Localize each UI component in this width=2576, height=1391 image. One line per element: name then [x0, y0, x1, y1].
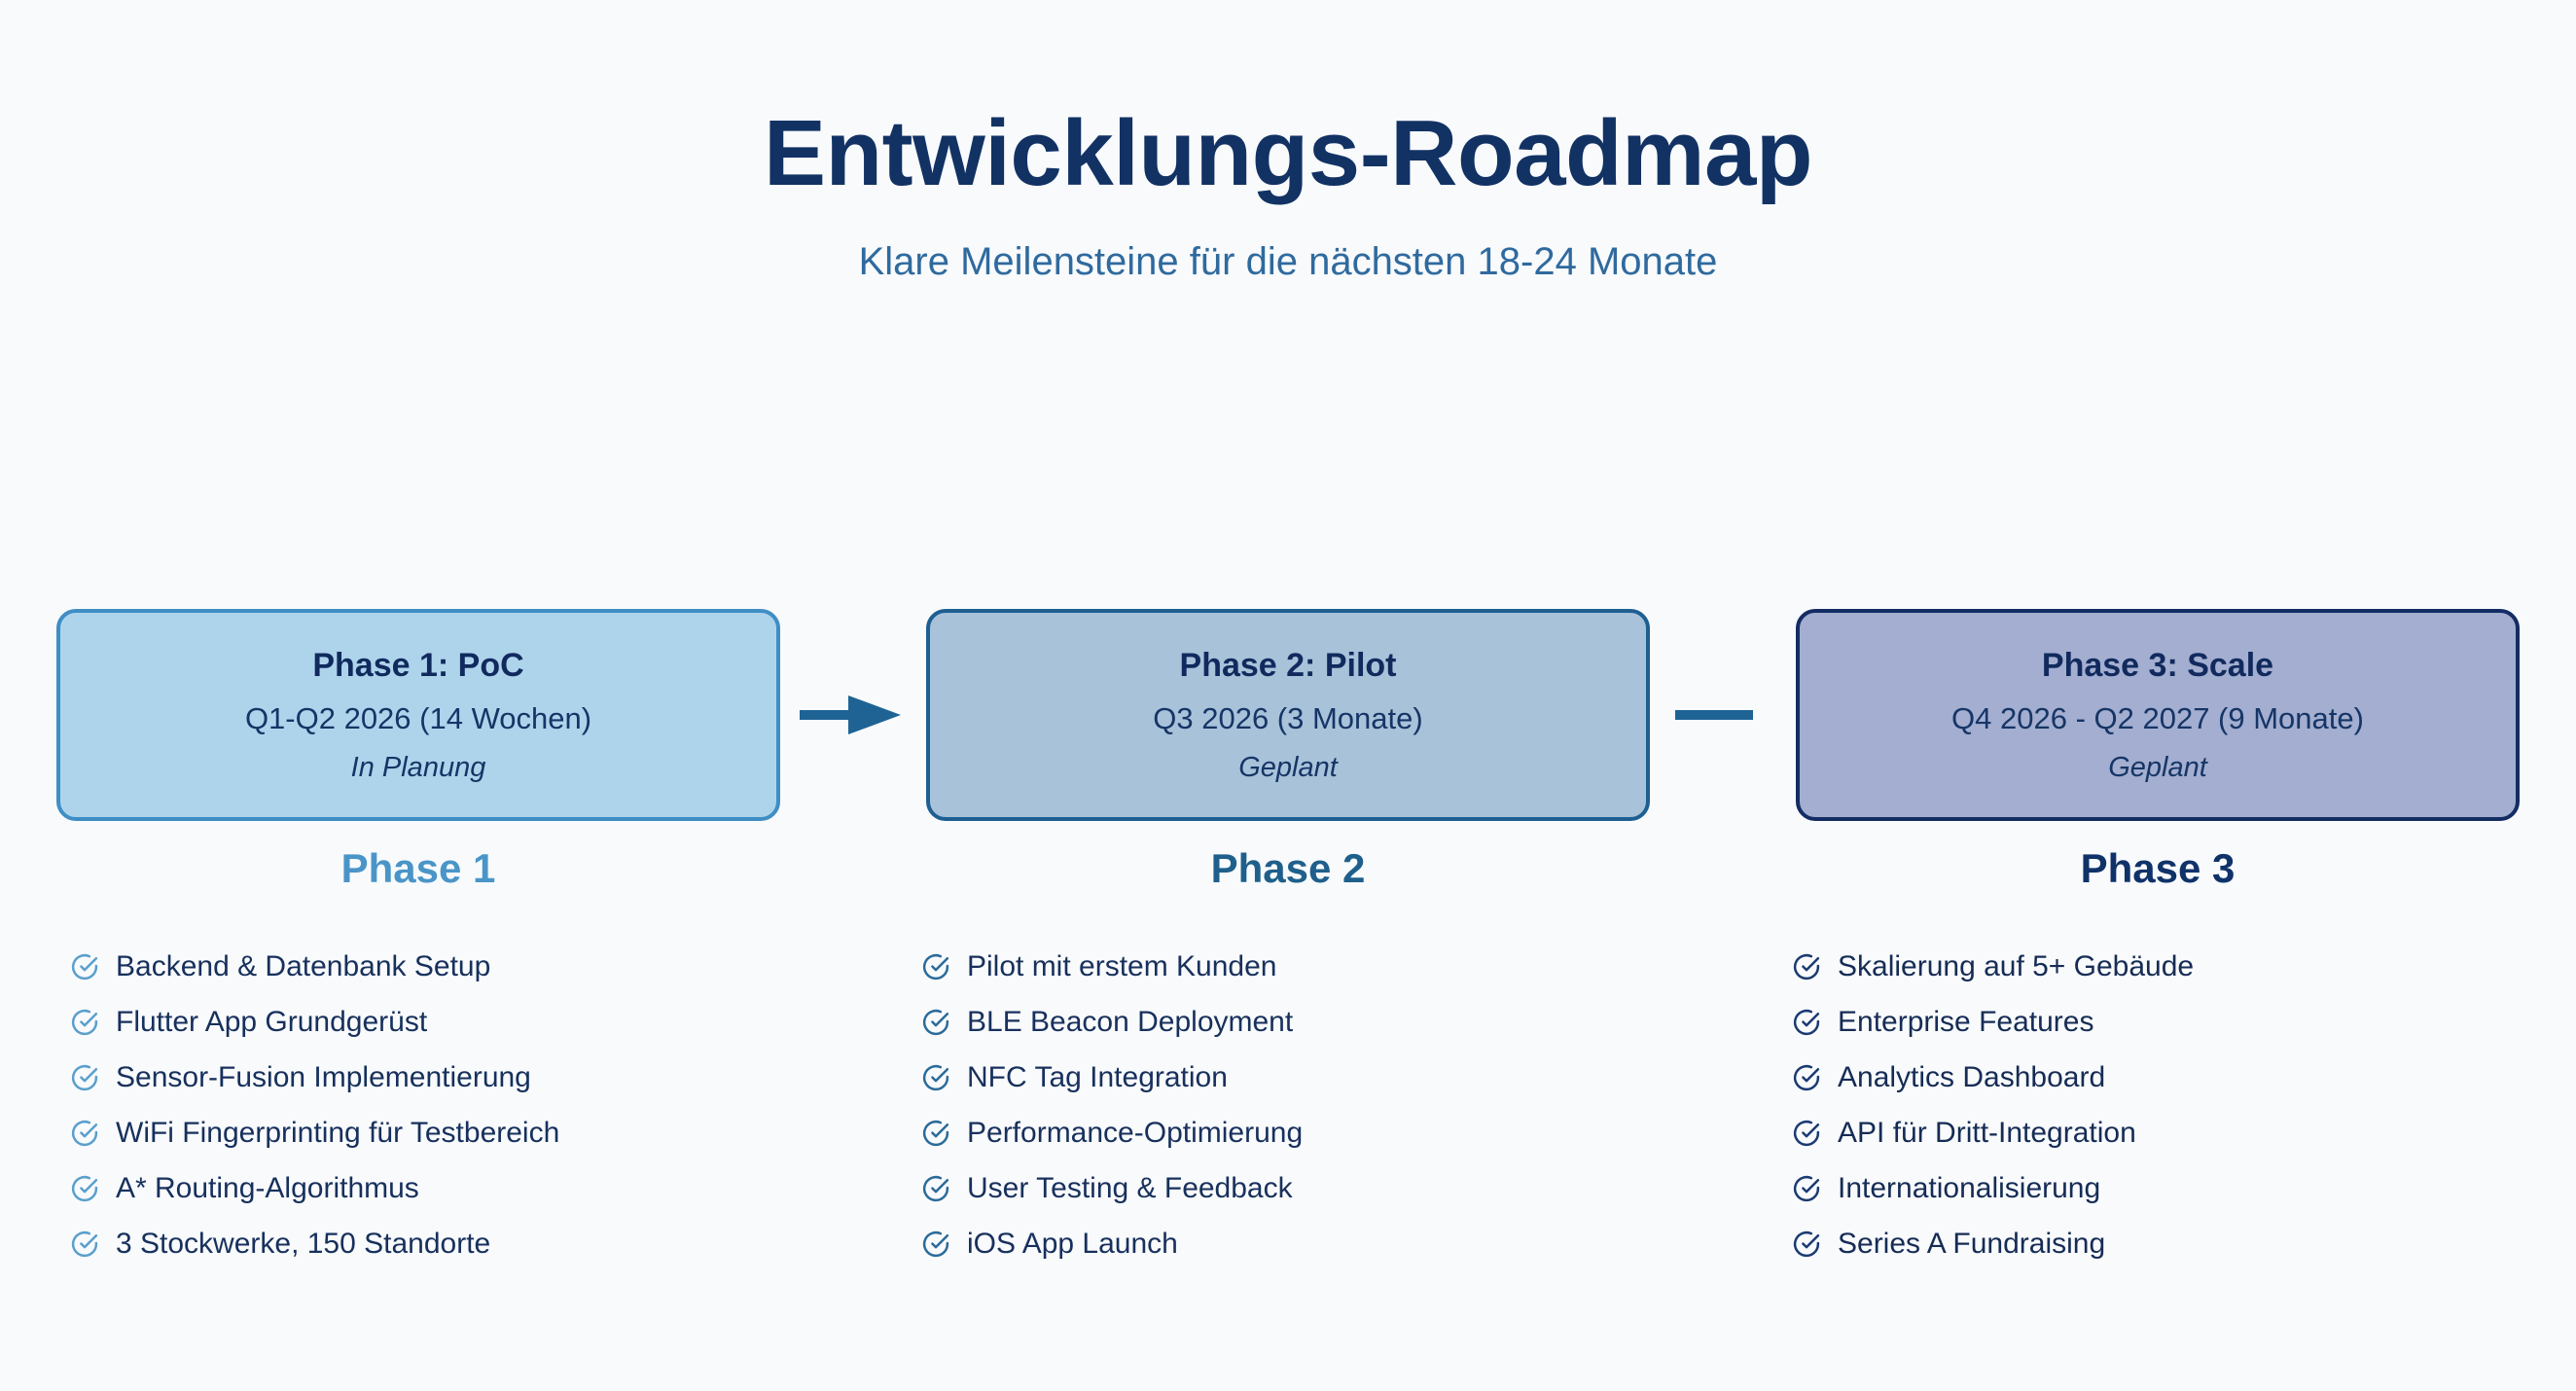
list-item-label: Analytics Dashboard — [1838, 1060, 2106, 1093]
check-circle-icon — [71, 1120, 98, 1146]
phase-box-row: Phase 1: PoC Q1-Q2 2026 (14 Wochen) In P… — [56, 607, 2520, 823]
arrow-right-icon — [800, 696, 901, 734]
deliverable-lists: Backend & Datenbank Setup Flutter App Gr… — [56, 939, 2520, 1271]
phase-box-2-period: Q3 2026 (3 Monate) — [1153, 701, 1423, 736]
list-item[interactable]: Enterprise Features — [1792, 994, 2520, 1050]
list-item-label: 3 Stockwerke, 150 Standorte — [116, 1227, 491, 1260]
connector-arrow-1-to-2 — [780, 686, 926, 744]
list-item[interactable]: Pilot mit erstem Kunden — [921, 939, 1649, 994]
connector-line-2-to-3 — [1650, 686, 1796, 744]
check-circle-icon — [71, 1064, 98, 1090]
list-item-label: Flutter App Grundgerüst — [116, 1005, 428, 1038]
page-subtitle: Klare Meilensteine für die nächsten 18-2… — [858, 239, 1718, 283]
check-circle-icon — [71, 1230, 98, 1257]
deliverable-list-phase-3: Skalierung auf 5+ Gebäude Enterprise Fea… — [1745, 939, 2520, 1271]
list-item[interactable]: 3 Stockwerke, 150 Standorte — [70, 1216, 798, 1271]
check-circle-icon — [1793, 1064, 1820, 1090]
phase-box-2[interactable]: Phase 2: Pilot Q3 2026 (3 Monate) Geplan… — [926, 609, 1650, 821]
phase-box-1[interactable]: Phase 1: PoC Q1-Q2 2026 (14 Wochen) In P… — [56, 609, 780, 821]
list-item[interactable]: Internationalisierung — [1792, 1160, 2520, 1216]
phase-box-2-status: Geplant — [1238, 751, 1338, 783]
phase-label-row: Phase 1 Phase 2 Phase 3 — [56, 844, 2520, 893]
check-circle-icon — [922, 1064, 949, 1090]
check-circle-icon — [71, 1175, 98, 1201]
list-item[interactable]: A* Routing-Algorithmus — [70, 1160, 798, 1216]
label-spacer-1 — [780, 844, 926, 893]
list-item-label: Performance-Optimierung — [967, 1116, 1304, 1149]
check-circle-icon — [922, 953, 949, 980]
phase-box-3-title: Phase 3: Scale — [2041, 646, 2274, 684]
list-item-label: WiFi Fingerprinting für Testbereich — [116, 1116, 560, 1149]
list-item[interactable]: Skalierung auf 5+ Gebäude — [1792, 939, 2520, 994]
check-circle-icon — [922, 1120, 949, 1146]
list-item-label: API für Dritt-Integration — [1838, 1116, 2136, 1149]
list-item-label: iOS App Launch — [967, 1227, 1178, 1260]
list-item-label: BLE Beacon Deployment — [967, 1005, 1294, 1038]
list-item[interactable]: WiFi Fingerprinting für Testbereich — [70, 1105, 798, 1160]
list-item-label: User Testing & Feedback — [967, 1171, 1293, 1204]
check-circle-icon — [1793, 1175, 1820, 1201]
phase-box-3-status: Geplant — [2108, 751, 2207, 783]
phase-label-2: Phase 2 — [1210, 845, 1366, 891]
phase-box-3[interactable]: Phase 3: Scale Q4 2026 - Q2 2027 (9 Mona… — [1796, 609, 2520, 821]
list-item-label: Series A Fundraising — [1838, 1227, 2106, 1260]
list-item-label: A* Routing-Algorithmus — [116, 1171, 419, 1204]
list-item[interactable]: API für Dritt-Integration — [1792, 1105, 2520, 1160]
list-item-label: Pilot mit erstem Kunden — [967, 949, 1277, 982]
check-circle-icon — [1793, 1009, 1820, 1035]
list-item-label: Internationalisierung — [1838, 1171, 2101, 1204]
list-item-label: Sensor-Fusion Implementierung — [116, 1060, 531, 1093]
header: Entwicklungs-Roadmap Klare Meilensteine … — [0, 101, 2576, 285]
list-item[interactable]: User Testing & Feedback — [921, 1160, 1649, 1216]
check-circle-icon — [922, 1175, 949, 1201]
deliverable-list-phase-2: Pilot mit erstem Kunden BLE Beacon Deplo… — [894, 939, 1649, 1271]
list-item[interactable]: Analytics Dashboard — [1792, 1050, 2520, 1105]
phase-box-1-title: Phase 1: PoC — [312, 646, 524, 684]
check-circle-icon — [71, 953, 98, 980]
list-item[interactable]: BLE Beacon Deployment — [921, 994, 1649, 1050]
list-item-label: Backend & Datenbank Setup — [116, 949, 491, 982]
phase-label-1: Phase 1 — [340, 845, 496, 891]
check-circle-icon — [1793, 1230, 1820, 1257]
list-item-label: Skalierung auf 5+ Gebäude — [1838, 949, 2195, 982]
list-item[interactable]: Flutter App Grundgerüst — [70, 994, 798, 1050]
phase-box-3-period: Q4 2026 - Q2 2027 (9 Monate) — [1951, 701, 2364, 736]
phase-box-1-status: In Planung — [350, 751, 486, 783]
list-item[interactable]: Sensor-Fusion Implementierung — [70, 1050, 798, 1105]
check-circle-icon — [1793, 953, 1820, 980]
phase-box-2-title: Phase 2: Pilot — [1179, 646, 1397, 684]
list-item[interactable]: NFC Tag Integration — [921, 1050, 1649, 1105]
list-item[interactable]: Backend & Datenbank Setup — [70, 939, 798, 994]
check-circle-icon — [1793, 1120, 1820, 1146]
list-item-label: Enterprise Features — [1838, 1005, 2094, 1038]
list-item[interactable]: Performance-Optimierung — [921, 1105, 1649, 1160]
line-horizontal-icon — [1675, 710, 1753, 720]
list-item[interactable]: iOS App Launch — [921, 1216, 1649, 1271]
label-spacer-2 — [1650, 844, 1796, 893]
check-circle-icon — [71, 1009, 98, 1035]
phase-box-1-period: Q1-Q2 2026 (14 Wochen) — [244, 701, 592, 736]
check-circle-icon — [922, 1230, 949, 1257]
list-item[interactable]: Series A Fundraising — [1792, 1216, 2520, 1271]
check-circle-icon — [922, 1009, 949, 1035]
deliverable-list-phase-1: Backend & Datenbank Setup Flutter App Gr… — [56, 939, 798, 1271]
phase-label-3: Phase 3 — [2080, 845, 2236, 891]
page-title: Entwicklungs-Roadmap — [763, 101, 1813, 205]
list-item-label: NFC Tag Integration — [967, 1060, 1228, 1093]
